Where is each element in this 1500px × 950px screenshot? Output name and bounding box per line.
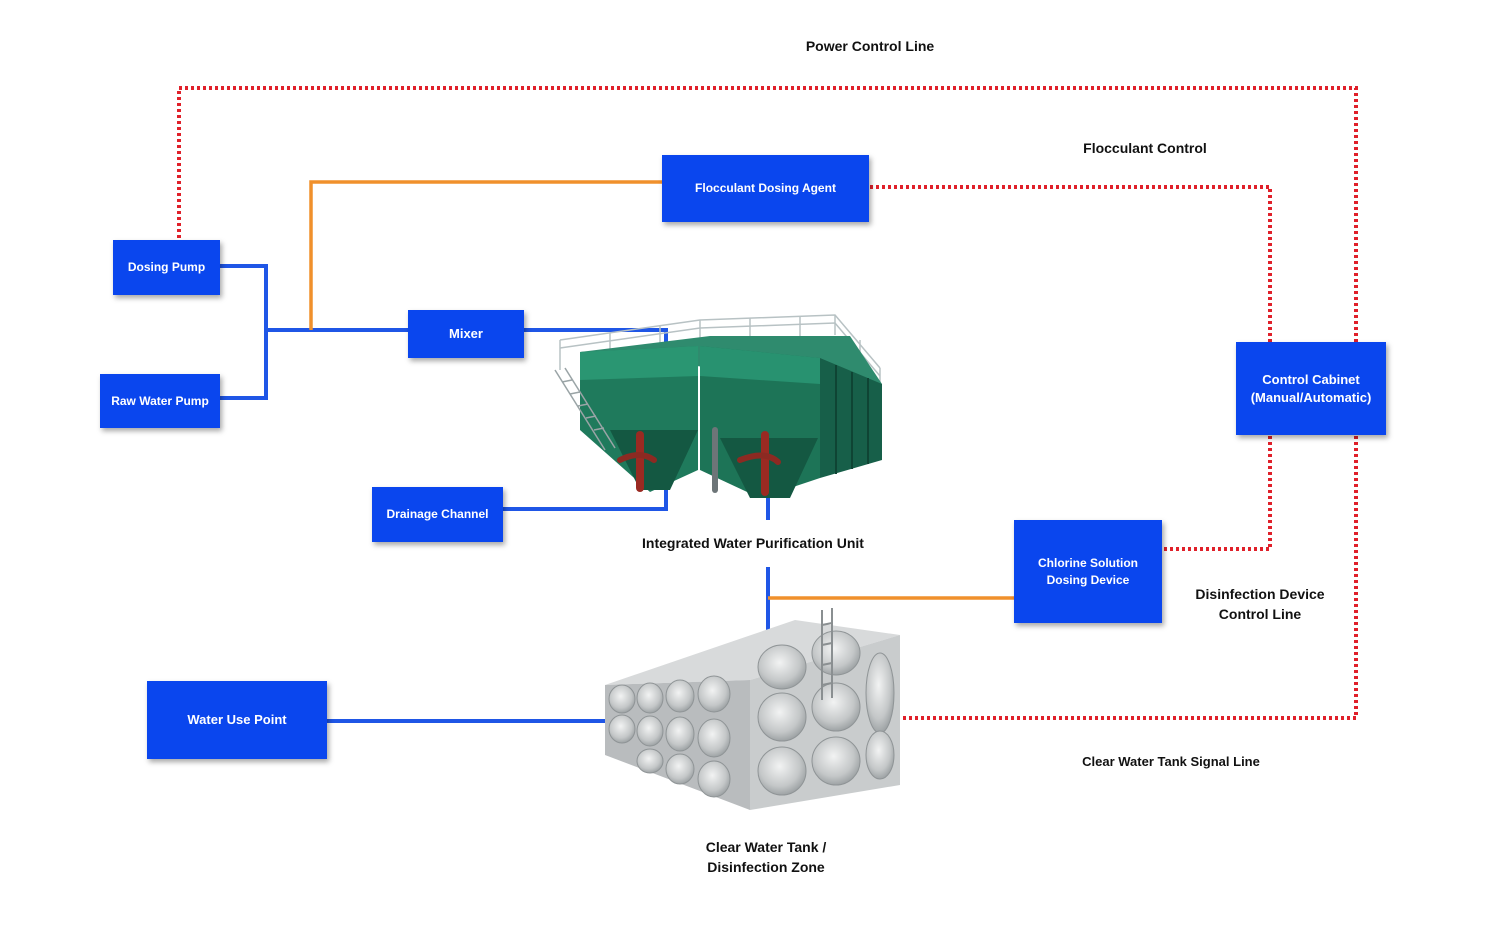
flocculant-dosing-agent-label: Flocculant Dosing Agent <box>695 181 836 196</box>
clear-water-tank-signal-line <box>900 436 1358 720</box>
raw-water-pump-water-line <box>220 330 268 400</box>
flocculant-control-label: Flocculant Control <box>1083 140 1207 156</box>
clear-water-tank-icon <box>605 608 900 810</box>
raw-water-pump-box: Raw Water Pump <box>100 374 220 428</box>
power-control-line <box>177 86 1358 342</box>
water-lines <box>220 264 770 723</box>
power-control-line-label: Power Control Line <box>805 38 935 54</box>
disinfection-control-line <box>1162 436 1272 551</box>
control-cabinet-box: Control Cabinet (Manual/Automatic) <box>1236 342 1386 435</box>
mixer-box: Mixer <box>408 310 524 358</box>
drainage-channel-label: Drainage Channel <box>386 507 489 522</box>
dosing-lines <box>309 180 1014 600</box>
unit-to-drainage-water-line <box>503 485 668 511</box>
integrated-unit-label: Integrated Water Purification Unit <box>642 535 864 551</box>
water-use-point-label: Water Use Point <box>187 712 287 728</box>
flocculant-control-line <box>870 185 1272 342</box>
chlorine-dosing-device-label: Chlorine Solution Dosing Device <box>1038 556 1138 587</box>
drainage-channel-box: Drainage Channel <box>372 487 503 542</box>
disinfection-control-line-label: Disinfection Device Control Line <box>1195 586 1325 623</box>
flocculant-dosing-agent-box: Flocculant Dosing Agent <box>662 155 869 222</box>
dosing-pump-box: Dosing Pump <box>113 240 220 295</box>
control-lines <box>177 86 1358 720</box>
flocculant-dosing-line <box>309 180 662 330</box>
control-cabinet-label: Control Cabinet (Manual/Automatic) <box>1250 371 1372 405</box>
chlorine-dosing-device-box: Chlorine Solution Dosing Device <box>1014 520 1162 623</box>
integrated-purification-unit-icon <box>554 314 882 498</box>
mixer-label: Mixer <box>449 326 483 342</box>
mixer-to-unit-water-line <box>524 328 668 345</box>
raw-water-pump-label: Raw Water Pump <box>111 393 209 408</box>
dosing-pump-water-line <box>220 264 268 330</box>
clear-water-tank-label: Clear Water Tank / Disinfection Zone <box>705 839 827 876</box>
dosing-pump-label: Dosing Pump <box>127 260 206 275</box>
water-use-point-box: Water Use Point <box>147 681 327 759</box>
clear-water-tank-signal-line-label: Clear Water Tank Signal Line <box>1082 754 1260 769</box>
